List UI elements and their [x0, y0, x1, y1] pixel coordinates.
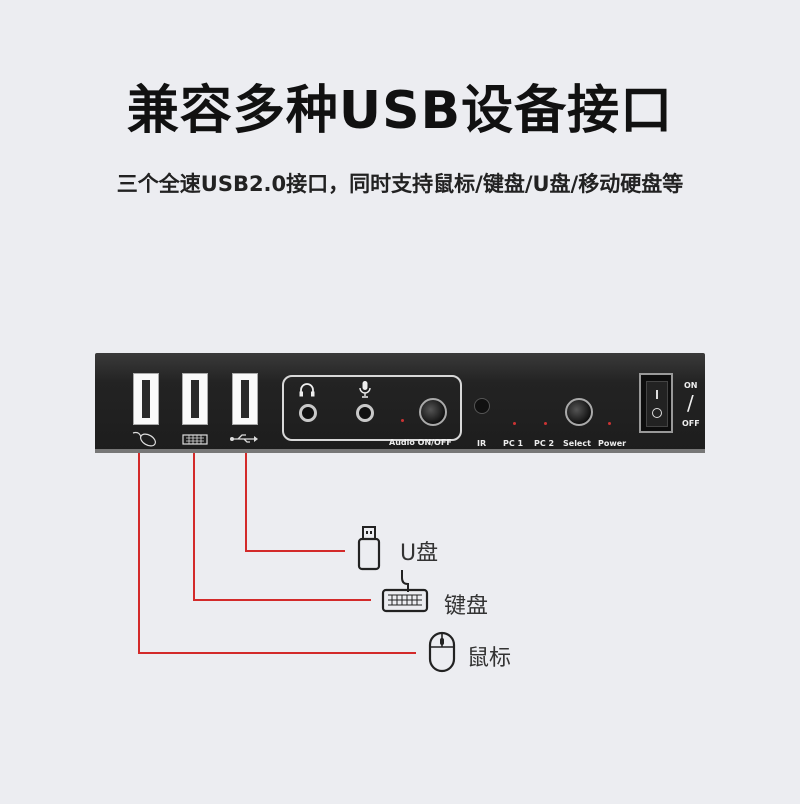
usb-port-mouse	[133, 373, 159, 425]
usb-drive-icon	[357, 526, 381, 571]
select-label: Select	[563, 439, 591, 448]
wire-usb-vertical	[245, 453, 247, 552]
pc1-led	[513, 422, 516, 425]
power-switch	[639, 373, 673, 433]
keyboard-icon	[381, 570, 429, 613]
audio-led	[401, 419, 404, 422]
mouse-icon	[132, 431, 156, 447]
ir-receiver	[474, 398, 490, 414]
usb-port-usb	[232, 373, 258, 425]
power-label: Power	[598, 439, 627, 448]
pc2-label: PC 2	[534, 439, 555, 448]
ir-label: IR	[477, 439, 487, 448]
wire-keyboard-vertical	[193, 453, 195, 601]
switch-slash: /	[687, 391, 694, 415]
microphone-icon	[359, 381, 371, 398]
power-led	[608, 422, 611, 425]
audio-onoff-label: Audio ON/OFF	[389, 438, 452, 447]
mouse-icon	[428, 631, 456, 673]
switch-on-label: ON	[684, 381, 698, 390]
page-title: 兼容多种USB设备接口	[126, 81, 674, 141]
pc2-led	[544, 422, 547, 425]
switch-off-label: OFF	[682, 419, 700, 428]
wire-usb-horizontal	[245, 550, 345, 552]
wire-mouse-vertical	[138, 453, 140, 654]
keyboard-icon	[182, 434, 208, 445]
device-edge	[95, 449, 705, 453]
page-subtitle: 三个全速USB2.0接口，同时支持鼠标/键盘/U盘/移动硬盘等	[116, 172, 684, 196]
usb-symbol-icon	[230, 434, 258, 443]
callout-label-mouse: 鼠标	[467, 646, 512, 671]
usb-port-keyboard	[182, 373, 208, 425]
callout-label-keyboard: 键盘	[444, 594, 489, 619]
select-button	[565, 398, 593, 426]
kvm-device-front-panel: Audio ON/OFF IR PC 1 PC 2 Select Power O…	[95, 353, 705, 451]
callout-label-usb-drive: U盘	[400, 541, 439, 566]
headphone-jack	[299, 404, 317, 422]
headphones-icon	[299, 383, 315, 397]
microphone-jack	[356, 404, 374, 422]
wire-keyboard-horizontal	[193, 599, 371, 601]
pc1-label: PC 1	[503, 439, 524, 448]
audio-panel-frame	[282, 375, 462, 441]
wire-mouse-horizontal	[138, 652, 416, 654]
audio-toggle-button	[419, 398, 447, 426]
